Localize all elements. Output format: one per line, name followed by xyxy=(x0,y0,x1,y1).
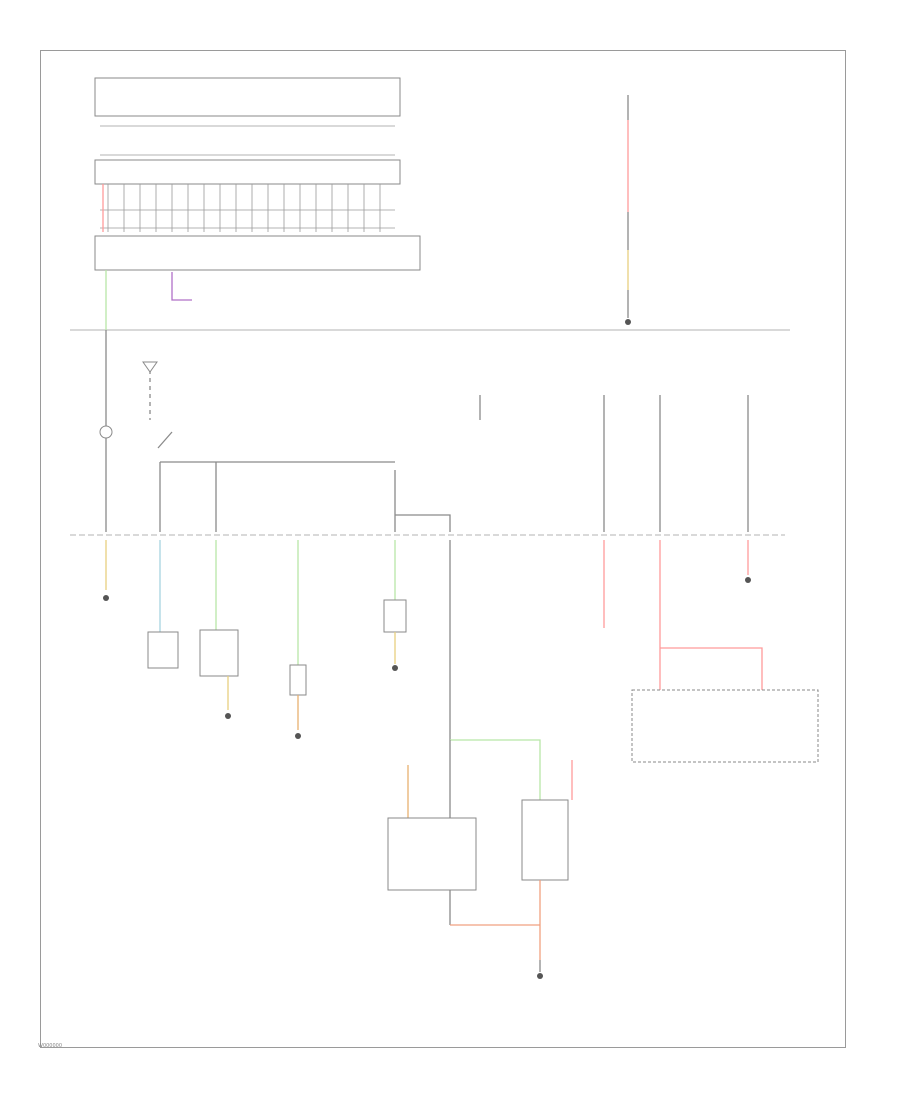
relay-icon xyxy=(521,799,569,881)
ground-icon xyxy=(392,665,398,671)
ground-icon xyxy=(225,713,231,719)
connector-icon xyxy=(289,664,307,696)
fuse-box-lower-block xyxy=(94,235,421,271)
ground-icon xyxy=(295,733,301,739)
fuse-box-top xyxy=(94,77,421,271)
ground-icon xyxy=(745,577,751,583)
fuse-box-middle-block xyxy=(94,159,401,185)
diagram-frame xyxy=(40,50,846,1048)
lower-branches xyxy=(103,540,819,979)
switch-box xyxy=(199,629,239,677)
relay-module xyxy=(631,689,819,763)
switch-icon xyxy=(142,361,158,373)
ground-icon xyxy=(537,973,543,979)
ground-icon xyxy=(625,319,631,325)
fuse-terminal-row xyxy=(107,184,381,232)
component-box xyxy=(147,631,179,669)
fuse-icon xyxy=(99,425,113,439)
connector-icon xyxy=(383,599,407,633)
relay-icon xyxy=(387,817,477,891)
ground-icon xyxy=(103,595,109,601)
diagram-code: W000000 xyxy=(38,1043,63,1049)
switch-icon xyxy=(157,431,173,449)
fuse-box-upper-block xyxy=(94,77,401,117)
middle-branches xyxy=(142,361,749,532)
purple-wire xyxy=(171,272,192,301)
upper-bus xyxy=(70,270,790,532)
top-right-feed xyxy=(625,95,631,325)
